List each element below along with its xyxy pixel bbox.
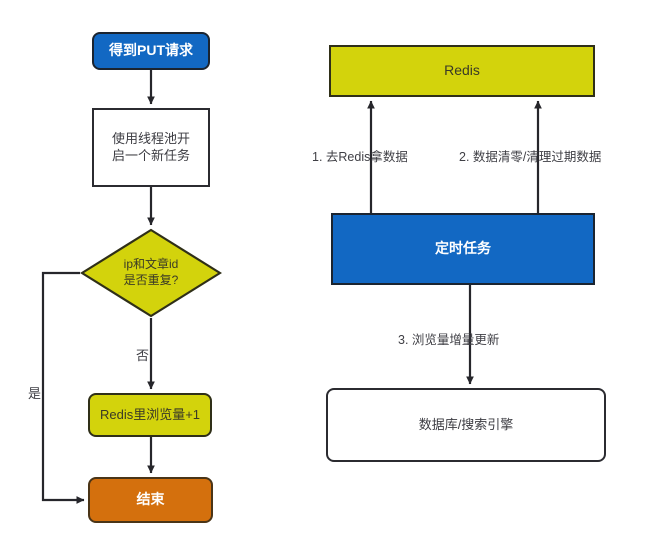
node-end-label: 结束 [136,491,165,508]
node-redis-increment[interactable]: Redis里浏览量+1 [88,393,212,437]
node-decision[interactable]: ip和文章id 是否重复? [79,228,223,318]
edge-label-no-text: 否 [136,348,150,363]
edge-label-view-count-update: 3. 浏览量增量更新 [398,329,499,348]
node-redis[interactable]: Redis [329,45,595,97]
edge-label-clear-data-text: 2. 数据清零/清理过期数据 [459,150,602,164]
edge-label-read-redis-text: 1. 去Redis拿数据 [312,150,408,164]
node-scheduled-task-label: 定时任务 [435,240,491,257]
decision-diamond-shape [79,228,223,318]
node-storage-label: 数据库/搜索引擎 [418,416,514,432]
node-start[interactable]: 得到PUT请求 [92,32,210,70]
edge-label-view-count-update-text: 3. 浏览量增量更新 [398,333,500,347]
node-thread-pool[interactable]: 使用线程池开 启一个新任务 [92,108,210,187]
node-end[interactable]: 结束 [88,477,213,523]
node-thread-pool-label: 使用线程池开 启一个新任务 [111,130,190,163]
edge-label-yes: 是 [28,383,41,402]
edge-label-no: 否 [136,345,149,364]
edge-decision-yes-to-end [41,271,85,504]
edge-label-read-redis: 1. 去Redis拿数据 [312,146,408,165]
edge-label-clear-data: 2. 数据清零/清理过期数据 [459,146,601,165]
node-redis-increment-label: Redis里浏览量+1 [99,406,201,422]
node-decision-label: ip和文章id 是否重复? [123,257,179,287]
node-scheduled-task[interactable]: 定时任务 [331,213,595,285]
node-start-label: 得到PUT请求 [109,42,193,59]
edge-label-yes-text: 是 [28,386,42,401]
node-redis-label: Redis [444,62,480,79]
node-storage[interactable]: 数据库/搜索引擎 [326,388,606,462]
